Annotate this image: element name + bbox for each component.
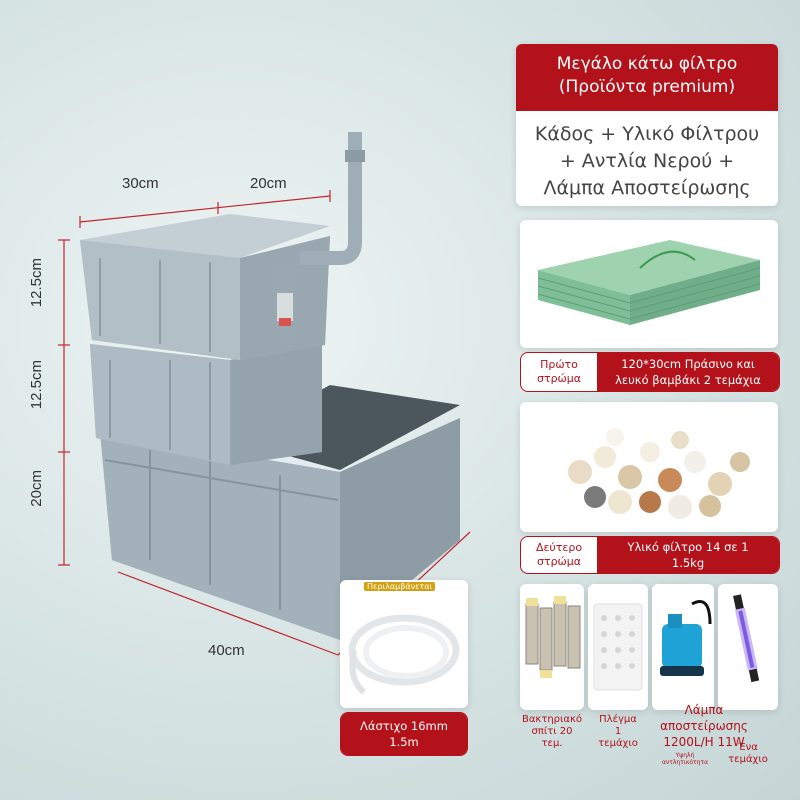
lamp-extra-line2: τεμάχιο: [728, 754, 768, 765]
dim-width-left: 30cm: [122, 175, 159, 192]
bacteria-house-icon: [525, 596, 581, 678]
uv-lamp-panel: [718, 584, 778, 710]
bacteria-caption: Βακτηριακό σπίτι 20 τεμ.: [520, 714, 584, 750]
layer2-label-line1: Δεύτερο: [535, 541, 583, 554]
hose-label-line1: Λάστιχο 16mm: [360, 719, 448, 733]
water-pump-icon: [660, 600, 712, 676]
bacteria-caption-line2: σπίτι 20: [531, 726, 573, 737]
lamp-caption: Λάμπα αποστείρωσης 1200L/H 11W: [648, 702, 760, 750]
product-description: Κάδος + Υλικό Φίλτρου + Αντλία Νερού + Λ…: [516, 111, 778, 202]
mesh-panel: [588, 584, 648, 710]
desc-line2: + Αντλία Νερού +: [559, 150, 735, 172]
dim-length: 40cm: [208, 642, 245, 659]
bacteria-caption-line3: τεμ.: [541, 738, 563, 749]
mesh-caption-line2: 1: [614, 726, 622, 737]
bacteria-house-panel: [520, 584, 584, 710]
included-tag: Περιλαμβάνεται: [364, 582, 436, 591]
bacteria-caption-line1: Βακτηριακό: [521, 714, 583, 725]
hose-icon: [348, 614, 460, 695]
product-header-panel: Μεγάλο κάτω φίλτρο (Προϊόντα premium) Κά…: [516, 44, 778, 206]
lamp-extra-caption: Ένα τεμάχιο: [718, 742, 778, 766]
desc-line3: Λάμπα Αποστείρωσης: [543, 177, 751, 199]
mesh-caption-line3: τεμάχιο: [598, 738, 638, 749]
hose-caption: Λάστιχο 16mm 1.5m: [340, 712, 468, 756]
media-panel: [520, 402, 778, 532]
desc-line1: Κάδος + Υλικό Φίλτρου: [534, 123, 760, 145]
mesh-caption-line1: Πλέγμα: [599, 714, 637, 725]
product-title-banner: Μεγάλο κάτω φίλτρο (Προϊόντα premium): [516, 44, 778, 111]
mesh-caption: Πλέγμα 1 τεμάχιο: [588, 714, 648, 750]
lamp-extra-line1: Ένα: [738, 742, 758, 753]
layer1-desc-line2: λευκό βαμβάκι 2 τεμάχια: [615, 373, 761, 387]
product-title-line1: Μεγάλο κάτω φίλτρο: [556, 54, 738, 74]
layer1-desc-line1: 120*30cm Πράσινο και: [621, 357, 755, 371]
layer2-desc-line1: Υλικό φίλτρο 14 σε 1: [627, 540, 749, 554]
mesh-icon: [593, 603, 643, 691]
layer1-caption: Πρώτο στρώμα 120*30cm Πράσινο και λευκό …: [520, 352, 780, 392]
dim-width-right: 20cm: [250, 175, 287, 192]
lamp-caption-line3: 1200L/H 11W: [663, 735, 745, 749]
lamp-caption-line2: αποστείρωσης: [660, 719, 748, 733]
filter-foam-icon: [537, 240, 761, 325]
layer2-label-line2: στρώμα: [536, 555, 582, 568]
pump-tiny-caption: Υψηλή αντλητικότητα: [661, 752, 709, 766]
layer2-caption: Δεύτερο στρώμα Υλικό φίλτρο 14 σε 1 1.5k…: [520, 536, 780, 574]
foam-panel: [520, 220, 778, 348]
product-title-line2: (Προϊόντα premium): [558, 77, 736, 97]
uv-lamp-icon: [733, 594, 760, 683]
filter-media-icon: [568, 428, 750, 519]
hose-label-line2: 1.5m: [389, 735, 419, 749]
hose-panel: Περιλαμβάνεται: [340, 580, 468, 708]
layer1-label-line2: στρώμα: [536, 372, 582, 385]
layer2-desc-line2: 1.5kg: [671, 556, 705, 570]
layer1-label-line1: Πρώτο: [540, 358, 578, 371]
pump-panel: [652, 584, 714, 710]
lamp-caption-line1: Λάμπα: [684, 703, 724, 717]
